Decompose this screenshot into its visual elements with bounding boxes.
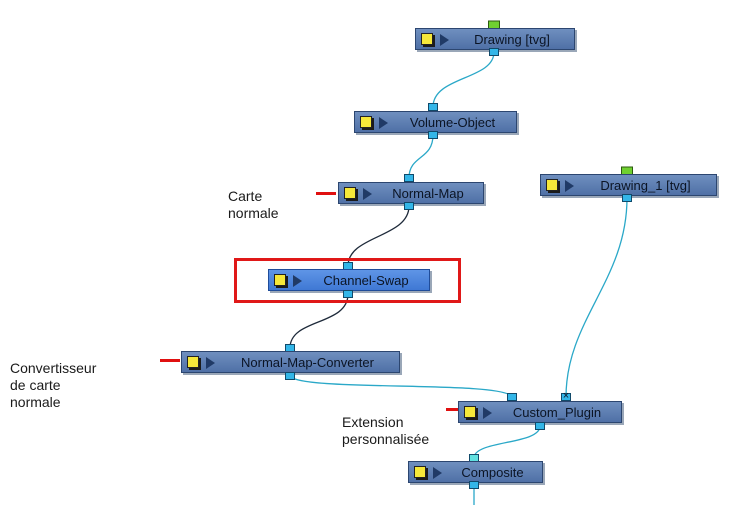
node-channel-swap[interactable]: Channel-Swap xyxy=(268,269,430,291)
node-normal-map-converter[interactable]: Normal-Map-Converter xyxy=(181,351,400,373)
play-triangle-icon[interactable] xyxy=(483,407,492,419)
custom-plugin-input-port-1[interactable] xyxy=(507,393,517,401)
wire-drawing-1-to-custom-plugin xyxy=(565,197,628,398)
node-label: Normal-Map-Converter xyxy=(241,355,374,370)
composite-output-port[interactable] xyxy=(469,481,479,489)
wire-normal-map-to-channel-swap xyxy=(347,205,410,267)
enable-square-icon[interactable] xyxy=(414,466,426,478)
play-triangle-icon[interactable] xyxy=(363,188,372,200)
volume-object-input-port[interactable] xyxy=(428,103,438,111)
enable-square-icon[interactable] xyxy=(546,179,558,191)
node-label: Normal-Map xyxy=(392,186,464,201)
node-label: Drawing_1 [tvg] xyxy=(600,178,691,193)
play-triangle-icon[interactable] xyxy=(293,275,302,287)
wire-volume-object-to-normal-map xyxy=(408,134,434,179)
play-triangle-icon[interactable] xyxy=(433,467,442,479)
enable-square-icon[interactable] xyxy=(360,116,372,128)
highlight-box xyxy=(234,258,461,303)
node-label: Volume-Object xyxy=(409,115,496,130)
volume-object-output-port[interactable] xyxy=(428,131,438,139)
node-custom-plugin[interactable]: Custom_Plugin xyxy=(458,401,622,423)
play-triangle-icon[interactable] xyxy=(206,357,215,369)
enable-square-icon[interactable] xyxy=(464,406,476,418)
custom-plugin-input-port-2[interactable] xyxy=(561,388,571,404)
wire-converter-to-custom-plugin xyxy=(289,375,513,398)
annotation-carte-normale: Carte normale xyxy=(228,188,279,221)
red-marker-custom-plugin xyxy=(446,408,466,411)
enable-square-icon[interactable] xyxy=(274,274,286,286)
enable-square-icon[interactable] xyxy=(344,187,356,199)
node-volume-object[interactable]: Volume-Object xyxy=(354,111,517,133)
channel-swap-output-port[interactable] xyxy=(343,290,353,298)
red-marker-normal-map xyxy=(316,192,336,195)
wire-custom-plugin-to-composite xyxy=(473,425,541,459)
normal-map-output-port[interactable] xyxy=(404,202,414,210)
node-label: Channel-Swap xyxy=(323,273,409,288)
node-normal-map[interactable]: Normal-Map xyxy=(338,182,484,204)
node-label: Composite xyxy=(461,465,524,480)
play-triangle-icon[interactable] xyxy=(379,117,388,129)
enable-square-icon[interactable] xyxy=(421,33,433,45)
drawing-1-output-port[interactable] xyxy=(622,194,632,202)
node-drawing-1[interactable]: Drawing_1 [tvg] xyxy=(540,174,717,196)
annotation-extension: Extension personnalisée xyxy=(342,414,430,447)
enable-square-icon[interactable] xyxy=(187,356,199,368)
custom-plugin-output-port[interactable] xyxy=(535,422,545,430)
normal-map-input-port[interactable] xyxy=(404,174,414,182)
wire-drawing-to-volume-object xyxy=(432,51,495,108)
node-label: Drawing [tvg] xyxy=(474,32,550,47)
annotation-convertisseur: Convertisseur de carte normale xyxy=(10,360,97,410)
node-label: Custom_Plugin xyxy=(512,405,602,420)
red-marker-converter xyxy=(160,359,180,362)
play-triangle-icon[interactable] xyxy=(565,180,574,192)
node-composite[interactable]: Composite xyxy=(408,461,543,483)
converter-output-port[interactable] xyxy=(285,372,295,380)
play-triangle-icon[interactable] xyxy=(440,34,449,46)
node-drawing[interactable]: Drawing [tvg] xyxy=(415,28,575,50)
drawing-output-port[interactable] xyxy=(489,48,499,56)
